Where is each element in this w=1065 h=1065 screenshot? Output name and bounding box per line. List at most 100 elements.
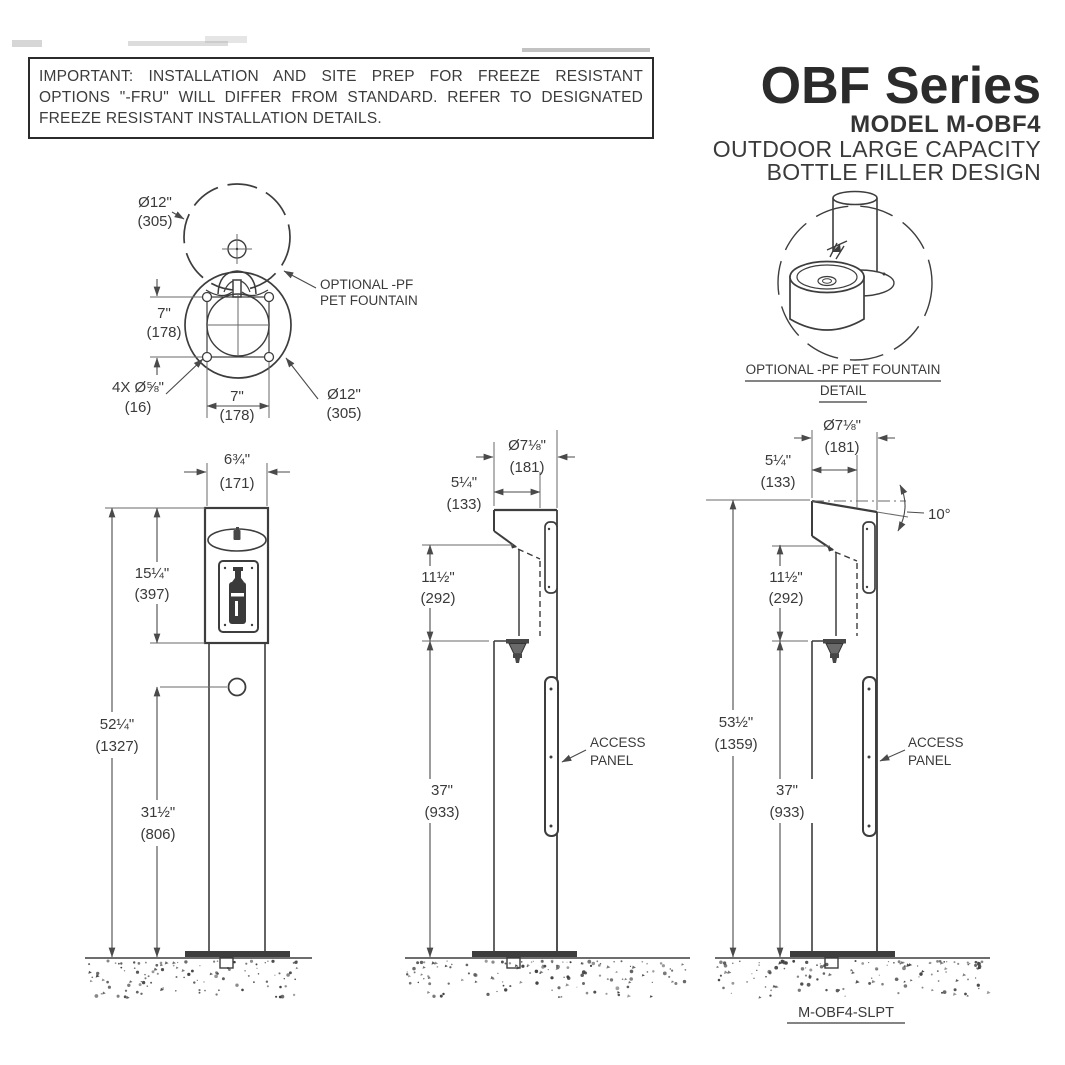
stipple-dot (952, 992, 957, 996)
stipple-dot (969, 962, 971, 965)
stipple-dot (953, 988, 957, 992)
stipple-dot (114, 962, 117, 965)
stipple-dot (247, 974, 250, 977)
stipple-dot (244, 970, 246, 972)
stipple-dot (257, 973, 260, 975)
ground-stipple (405, 959, 687, 999)
stipple-dot (620, 960, 623, 963)
dim-vertical-7-value: 7" (157, 305, 171, 322)
stipple-dot (423, 961, 426, 964)
stipple-dot (589, 964, 593, 968)
stipple-dot (508, 962, 512, 965)
dim-upper-mm: (397) (134, 586, 169, 603)
stipple-dot (974, 977, 977, 979)
stipple-dot (431, 961, 436, 965)
stipple-dot (967, 963, 970, 966)
dim-diameter-value: Ø7⅛" (823, 417, 861, 434)
anchor-bolt (263, 291, 275, 303)
stipple-dot (671, 969, 674, 972)
stipple-dot (209, 972, 213, 976)
stipple-dot (214, 974, 218, 979)
stipple-dot (465, 963, 469, 967)
stipple-dot (271, 959, 275, 963)
stipple-dot (629, 969, 634, 974)
stipple-dot (878, 974, 880, 976)
pet-detail-caption: OPTIONAL -PF PET FOUNTAIN (746, 362, 941, 377)
stipple-dot (199, 965, 201, 967)
dim-horizontal-7-value: 7" (230, 388, 244, 405)
stipple-dot (641, 960, 644, 963)
stipple-dot (101, 978, 106, 982)
stipple-dot (576, 986, 578, 988)
stipple-dot (626, 985, 630, 989)
stipple-dot (557, 986, 561, 990)
stipple-dot (669, 968, 672, 970)
stipple-dot (976, 967, 979, 970)
dim-offset-mm: (133) (760, 474, 795, 491)
stipple-dot (953, 961, 956, 964)
stipple-dot (629, 965, 632, 967)
stipple-dot (484, 959, 488, 963)
tilted-side-elevation: Ø7⅛" (181) 5¼" (133) 10° 11½" (292) 37" … (706, 417, 991, 1024)
stipple-dot (427, 976, 431, 980)
stipple-dot (730, 992, 732, 994)
stipple-dot (797, 988, 801, 992)
stipple-dot (436, 966, 439, 968)
pet-fountain-label-line2: PET FOUNTAIN (320, 293, 418, 308)
stipple-dot (774, 985, 779, 989)
stipple-dot (800, 967, 805, 971)
stipple-dot (521, 964, 525, 968)
stipple-dot (504, 988, 508, 992)
stipple-dot (936, 970, 939, 973)
stipple-dot (819, 963, 821, 965)
stipple-dot (216, 960, 219, 962)
stipple-dot (151, 970, 155, 974)
stipple-dot (278, 972, 281, 975)
stipple-dot (822, 972, 826, 975)
stipple-dot (460, 978, 465, 982)
stipple-dot (613, 961, 615, 963)
stipple-dot (903, 980, 907, 983)
stipple-dot (930, 973, 933, 976)
stipple-dot (288, 971, 292, 975)
stipple-dot (944, 967, 948, 971)
stipple-dot (233, 960, 236, 964)
stipple-dot (800, 982, 804, 986)
stipple-dot (286, 973, 290, 977)
stipple-dot (661, 964, 665, 968)
stipple-dot (881, 982, 884, 986)
stipple-dot (439, 994, 443, 998)
dim-height-mm: (933) (424, 804, 459, 821)
stipple-dot (162, 987, 164, 989)
stipple-dot (540, 959, 544, 964)
freeze-notice-box: IMPORTANT: INSTALLATION AND SITE PREP FO… (28, 57, 654, 139)
stipple-dot (566, 966, 570, 969)
dim-bottom-diameter-mm: (305) (326, 405, 361, 422)
stipple-dot (871, 979, 876, 984)
stipple-dot (861, 962, 865, 965)
stipple-dot (547, 968, 549, 971)
stipple-dot (723, 970, 729, 974)
dim-bolt-size-value: 4X Ø⅝" (112, 379, 164, 396)
stipple-dot (874, 967, 879, 971)
stipple-dot (551, 989, 553, 992)
stipple-dot (241, 988, 244, 992)
stipple-dot (908, 963, 913, 967)
stipple-dot (146, 985, 149, 987)
stipple-dot (770, 989, 772, 992)
dim-recess-value: 11½" (769, 569, 802, 586)
stipple-dot (95, 974, 100, 978)
stipple-dot (739, 960, 741, 963)
pet-bowl-isometric (789, 260, 865, 331)
stipple-dot (943, 961, 946, 963)
stipple-dot (819, 964, 824, 969)
stipple-dot (855, 980, 860, 984)
stipple-dot (628, 981, 632, 984)
stipple-dot (198, 989, 201, 992)
stipple-dot (144, 961, 147, 964)
stipple-dot (532, 960, 534, 962)
stipple-dot (175, 976, 178, 978)
stipple-dot (942, 990, 947, 994)
stipple-dot (275, 995, 278, 998)
stipple-dot (504, 962, 507, 965)
